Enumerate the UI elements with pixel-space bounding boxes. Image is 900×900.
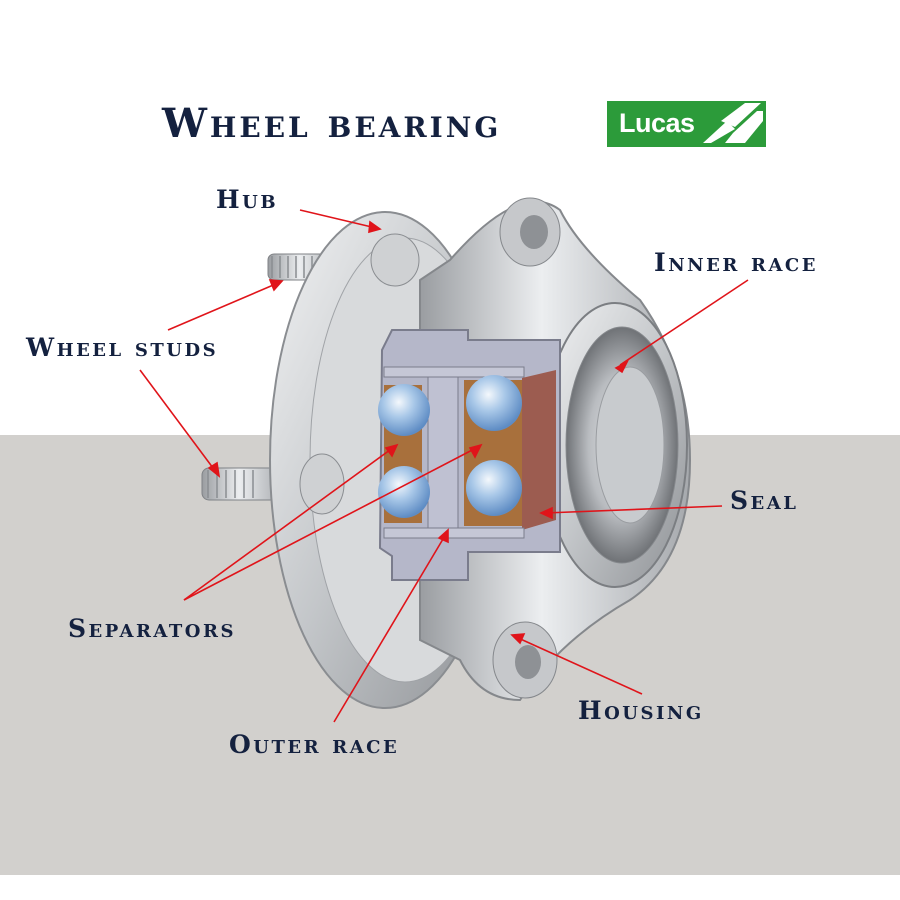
wheel-stud <box>201 467 285 501</box>
label-hub: Hub <box>216 185 279 214</box>
ball <box>466 375 522 431</box>
logo-text: Lucas <box>619 108 695 138</box>
label-wheel-studs: Wheel studs <box>26 333 219 362</box>
bolt-hole <box>520 215 548 249</box>
label-outer-race: Outer race <box>229 730 400 759</box>
label-housing: Housing <box>578 696 704 725</box>
ball <box>378 466 430 518</box>
label-inner-race: Inner race <box>654 248 818 277</box>
ball <box>466 460 522 516</box>
seal <box>522 370 556 530</box>
stud-boss <box>299 453 345 515</box>
stud-boss <box>370 233 420 287</box>
lucas-logo: Lucas <box>607 101 766 147</box>
bolt-hole <box>515 645 541 679</box>
cutaway-section <box>378 329 561 581</box>
inner-race-core <box>595 366 665 524</box>
ball <box>378 384 430 436</box>
label-separators: Separators <box>68 614 236 643</box>
label-seal: Seal <box>730 486 799 515</box>
leader-lines <box>139 209 749 723</box>
bottom-strip <box>0 875 900 900</box>
diagram-title: Wheel bearing <box>162 100 502 147</box>
inner-race-spacer <box>427 371 459 533</box>
logo-mark-icon <box>703 103 763 143</box>
